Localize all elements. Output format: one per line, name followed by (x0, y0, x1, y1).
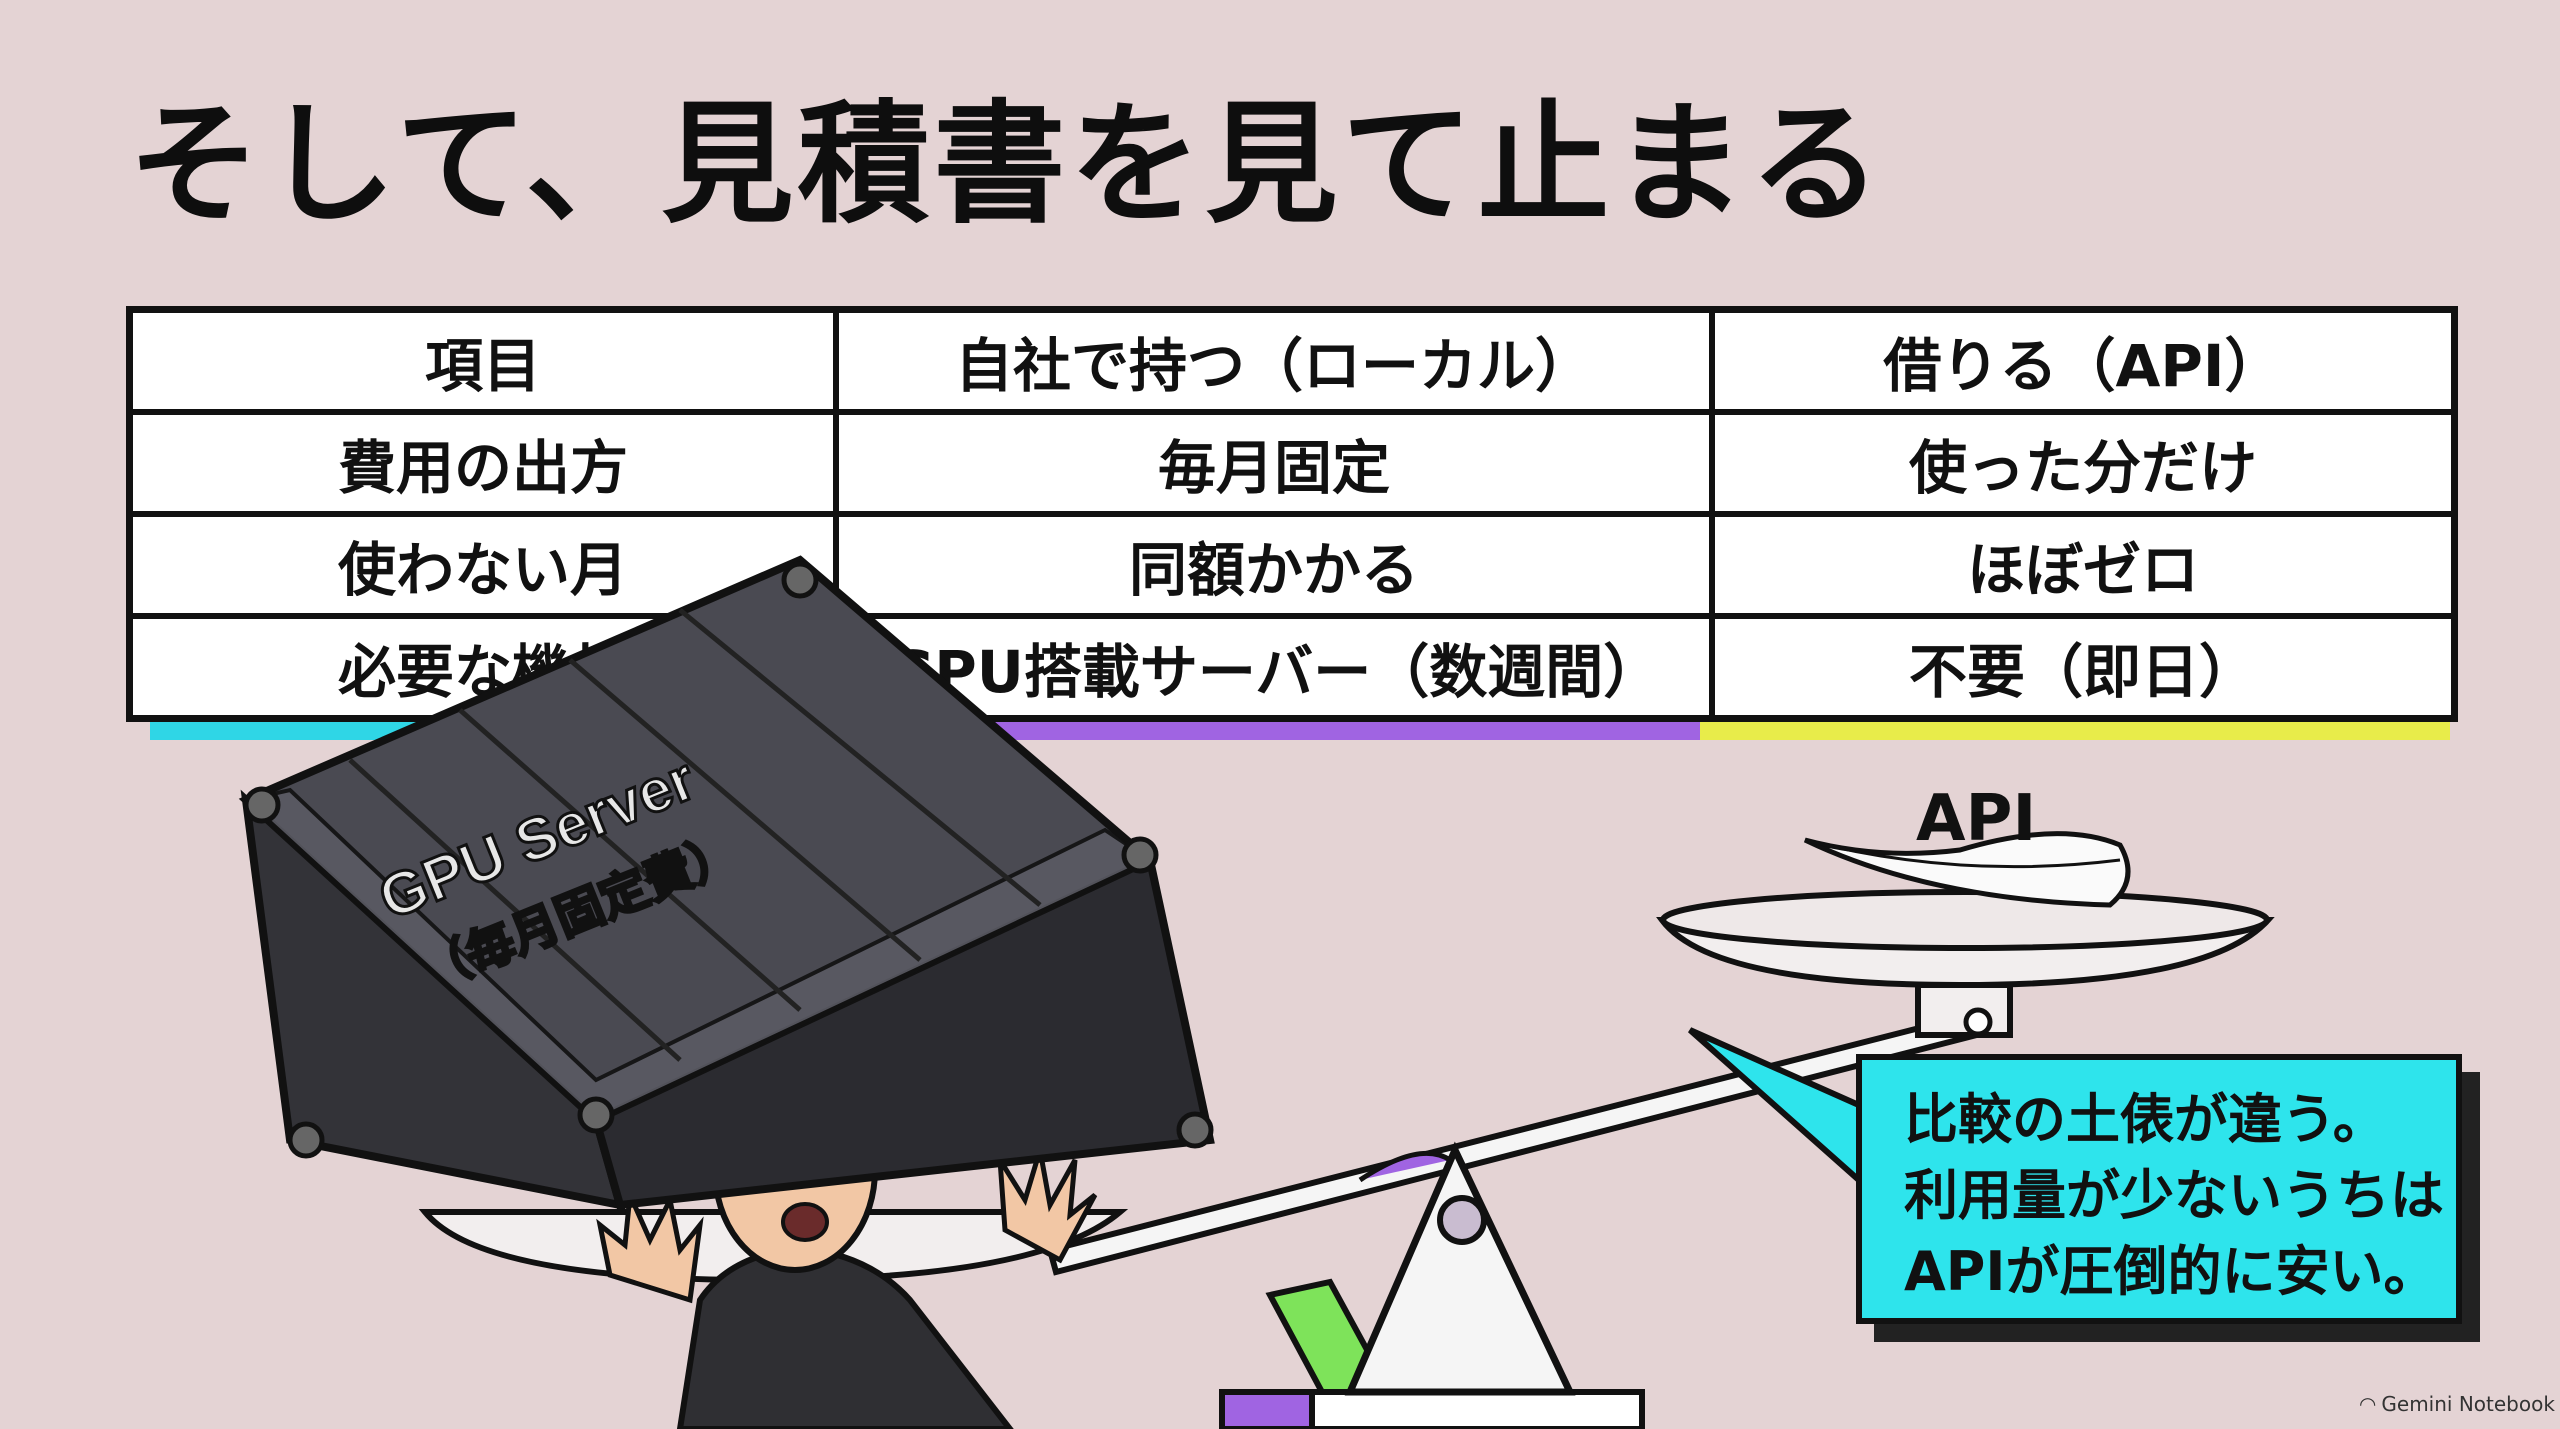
table-cell: 同額かかる (833, 511, 1715, 619)
accent-bar-purple (830, 722, 1720, 740)
slide-title: そして、見積書を見て止まる (128, 88, 1886, 242)
table-cell: 毎月固定 (833, 409, 1715, 517)
table-cell: 使った分だけ (1709, 409, 2458, 517)
person-left-hand (596, 1185, 704, 1304)
gemini-notebook-icon: ◠ (2360, 1392, 2376, 1416)
callout-bubble: 比較の土俵が違う。 利用量が少ないうちは APIが圧倒的に安い。 (1856, 1054, 2462, 1324)
table-header-cell: 項目 (126, 306, 839, 415)
table-cell: ほぼゼロ (1709, 511, 2458, 619)
fulcrum-base-accent (1219, 1389, 1315, 1429)
callout-line: 比較の土俵が違う。 (1904, 1088, 2387, 1151)
fulcrum (1344, 1141, 1576, 1396)
brand-label: Gemini Notebook (2381, 1392, 2555, 1416)
comparison-table: 項目 自社で持つ（ローカル） 借りる（API） 費用の出方 毎月固定 使った分だ… (126, 306, 2458, 722)
callout-line: APIが圧倒的に安い。 (1904, 1240, 2438, 1303)
api-label: API (1916, 782, 2037, 856)
person-right-hand (997, 1149, 1098, 1264)
person-body (676, 1244, 1014, 1429)
fulcrum-pivot (1437, 1195, 1487, 1245)
table-header-cell: 借りる（API） (1709, 306, 2458, 415)
table-row: 費用の出方 毎月固定 使った分だけ (126, 409, 2458, 517)
accent-bar-yellow (1700, 722, 2450, 740)
table-cell: 費用の出方 (126, 409, 839, 517)
table-header-cell: 自社で持つ（ローカル） (833, 306, 1715, 415)
table-cell: 不要（即日） (1709, 613, 2458, 722)
brand-footer: ◠Gemini Notebook (2360, 1392, 2555, 1416)
table-header-row: 項目 自社で持つ（ローカル） 借りる（API） (126, 306, 2458, 415)
table-cell: GPU搭載サーバー（数週間） (833, 613, 1715, 722)
fulcrum-accent-purple (1358, 1150, 1452, 1183)
gpu-server-container: GPU Server （毎月固定費） (238, 555, 1215, 1211)
table-row: 使わない月 同額かかる ほぼゼロ (126, 511, 2458, 619)
callout-line: 利用量が少ないうちは (1904, 1164, 2444, 1227)
feather-icon (1803, 831, 2131, 908)
